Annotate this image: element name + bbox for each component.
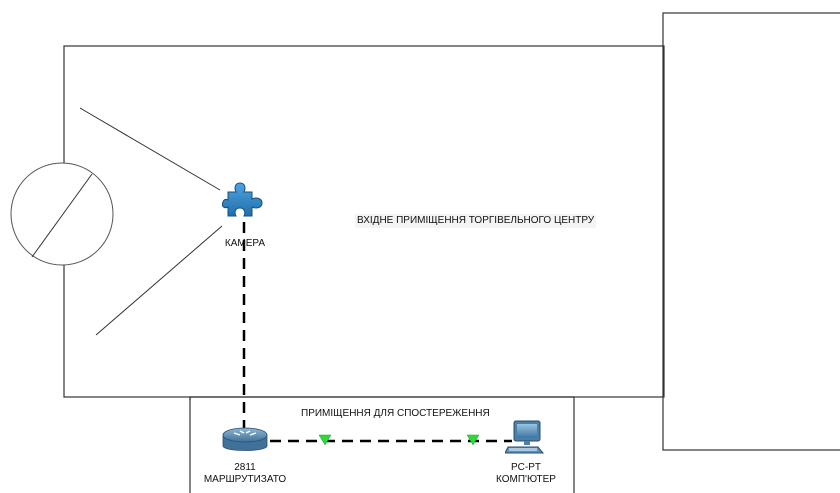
camera-device[interactable] (221, 180, 268, 222)
camera-fov-bottom-line (95, 225, 223, 336)
computer-icon (504, 420, 545, 454)
puzzle-piece-icon (221, 182, 263, 217)
door-swing-line (31, 173, 93, 258)
router-label: МАРШРУТИЗАТО (203, 474, 287, 485)
camera-label: КАМЕРА (224, 238, 266, 249)
entrance-room-label: ВХІДНЕ ПРИМІЩЕННЯ ТОРГІВЕЛЬНОГО ЦЕНТРУ (355, 214, 597, 228)
camera-fov-top-line (79, 107, 221, 191)
pc-device[interactable] (504, 418, 545, 458)
pc-label: КОМП'ЮТЕР (496, 474, 556, 485)
adjacent-room-wall (662, 12, 840, 451)
router-device[interactable] (220, 425, 270, 457)
link-status-indicator-pc-side (466, 434, 480, 446)
router-model-label: 2811 (234, 462, 256, 473)
monitoring-room-label: ПРИМІЩЕННЯ ДЛЯ СПОСТЕРЕЖЕННЯ (301, 408, 490, 419)
link-status-indicator-router-side (318, 434, 332, 446)
pc-model-label: PC-PT (511, 462, 541, 473)
door-symbol (10, 162, 114, 266)
router-icon (222, 427, 268, 451)
